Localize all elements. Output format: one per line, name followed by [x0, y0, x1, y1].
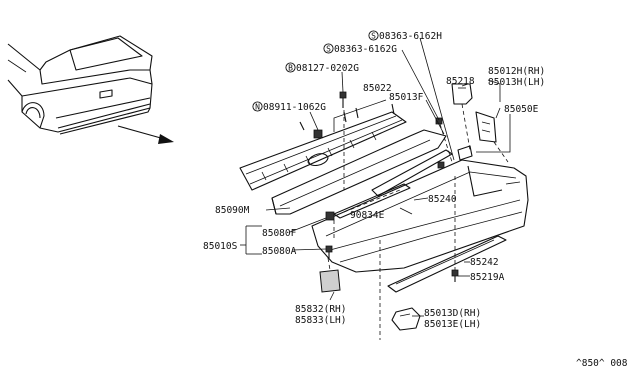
label-85013F: 85013F	[389, 92, 424, 103]
reflector-85832	[319, 269, 341, 293]
label-08363-6162G: 08363-6162G	[334, 44, 397, 55]
label-08911-1062G: 08911-1062G	[263, 102, 326, 113]
bolt-08127	[339, 91, 347, 108]
label-85240: 85240	[428, 194, 457, 205]
bolt-85080A	[325, 245, 333, 258]
molding-85240	[371, 149, 453, 197]
label-85242: 85242	[470, 257, 499, 268]
label-85080A: 85080A	[262, 246, 297, 257]
bumper-fascia-85010S	[311, 159, 529, 273]
direction-arrow-icon	[117, 125, 174, 144]
leader-lines	[240, 37, 511, 340]
svg-text:S: S	[371, 32, 376, 41]
label-85080F: 85080F	[262, 228, 297, 239]
label-85090M: 85090M	[215, 205, 250, 216]
label-85013E: 85013E(LH)	[424, 319, 481, 330]
label-85218: 85218	[446, 76, 475, 87]
label-85013H: 85013H(LH)	[488, 77, 545, 88]
bracket-85013D	[391, 307, 421, 331]
clip-85219A	[451, 269, 459, 282]
side-bracket-85012H	[457, 111, 497, 161]
svg-text:S: S	[326, 45, 331, 54]
label-85013D: 85013D(RH)	[424, 308, 481, 319]
label-85022: 85022	[363, 83, 392, 94]
label-85010S: 85010S	[203, 241, 238, 252]
diagram-code: ^850^ 008	[576, 358, 628, 369]
lower-strip-85242	[387, 235, 507, 293]
reinforcement-85090M	[271, 129, 447, 215]
label-85050E: 85050E	[504, 104, 539, 115]
part-labels: 08363-6162H 08363-6162G 08127-0202G 8502…	[203, 31, 628, 369]
prefix-b-mark: B	[285, 62, 296, 73]
bracket-85218	[451, 83, 473, 105]
label-85832: 85832(RH)	[295, 304, 346, 315]
prefix-n-mark: N	[252, 101, 263, 112]
label-85833: 85833(LH)	[295, 315, 346, 326]
car-rear-illustration	[7, 35, 153, 135]
label-08127-0202G: 08127-0202G	[296, 63, 359, 74]
prefix-s-mark-1: S	[368, 30, 379, 41]
label-85219A: 85219A	[470, 272, 505, 283]
label-08363-6162H: 08363-6162H	[379, 31, 442, 42]
svg-text:B: B	[288, 64, 293, 73]
energy-absorber-85022	[239, 103, 407, 191]
svg-text:N: N	[255, 103, 260, 112]
screw-08363-6162H	[437, 161, 445, 169]
rivet-85080F	[325, 211, 335, 221]
label-85012H: 85012H(RH)	[488, 66, 545, 77]
nut-08911	[313, 129, 323, 139]
label-90834E: 90834E	[350, 210, 385, 221]
prefix-s-mark-2: S	[323, 43, 334, 54]
